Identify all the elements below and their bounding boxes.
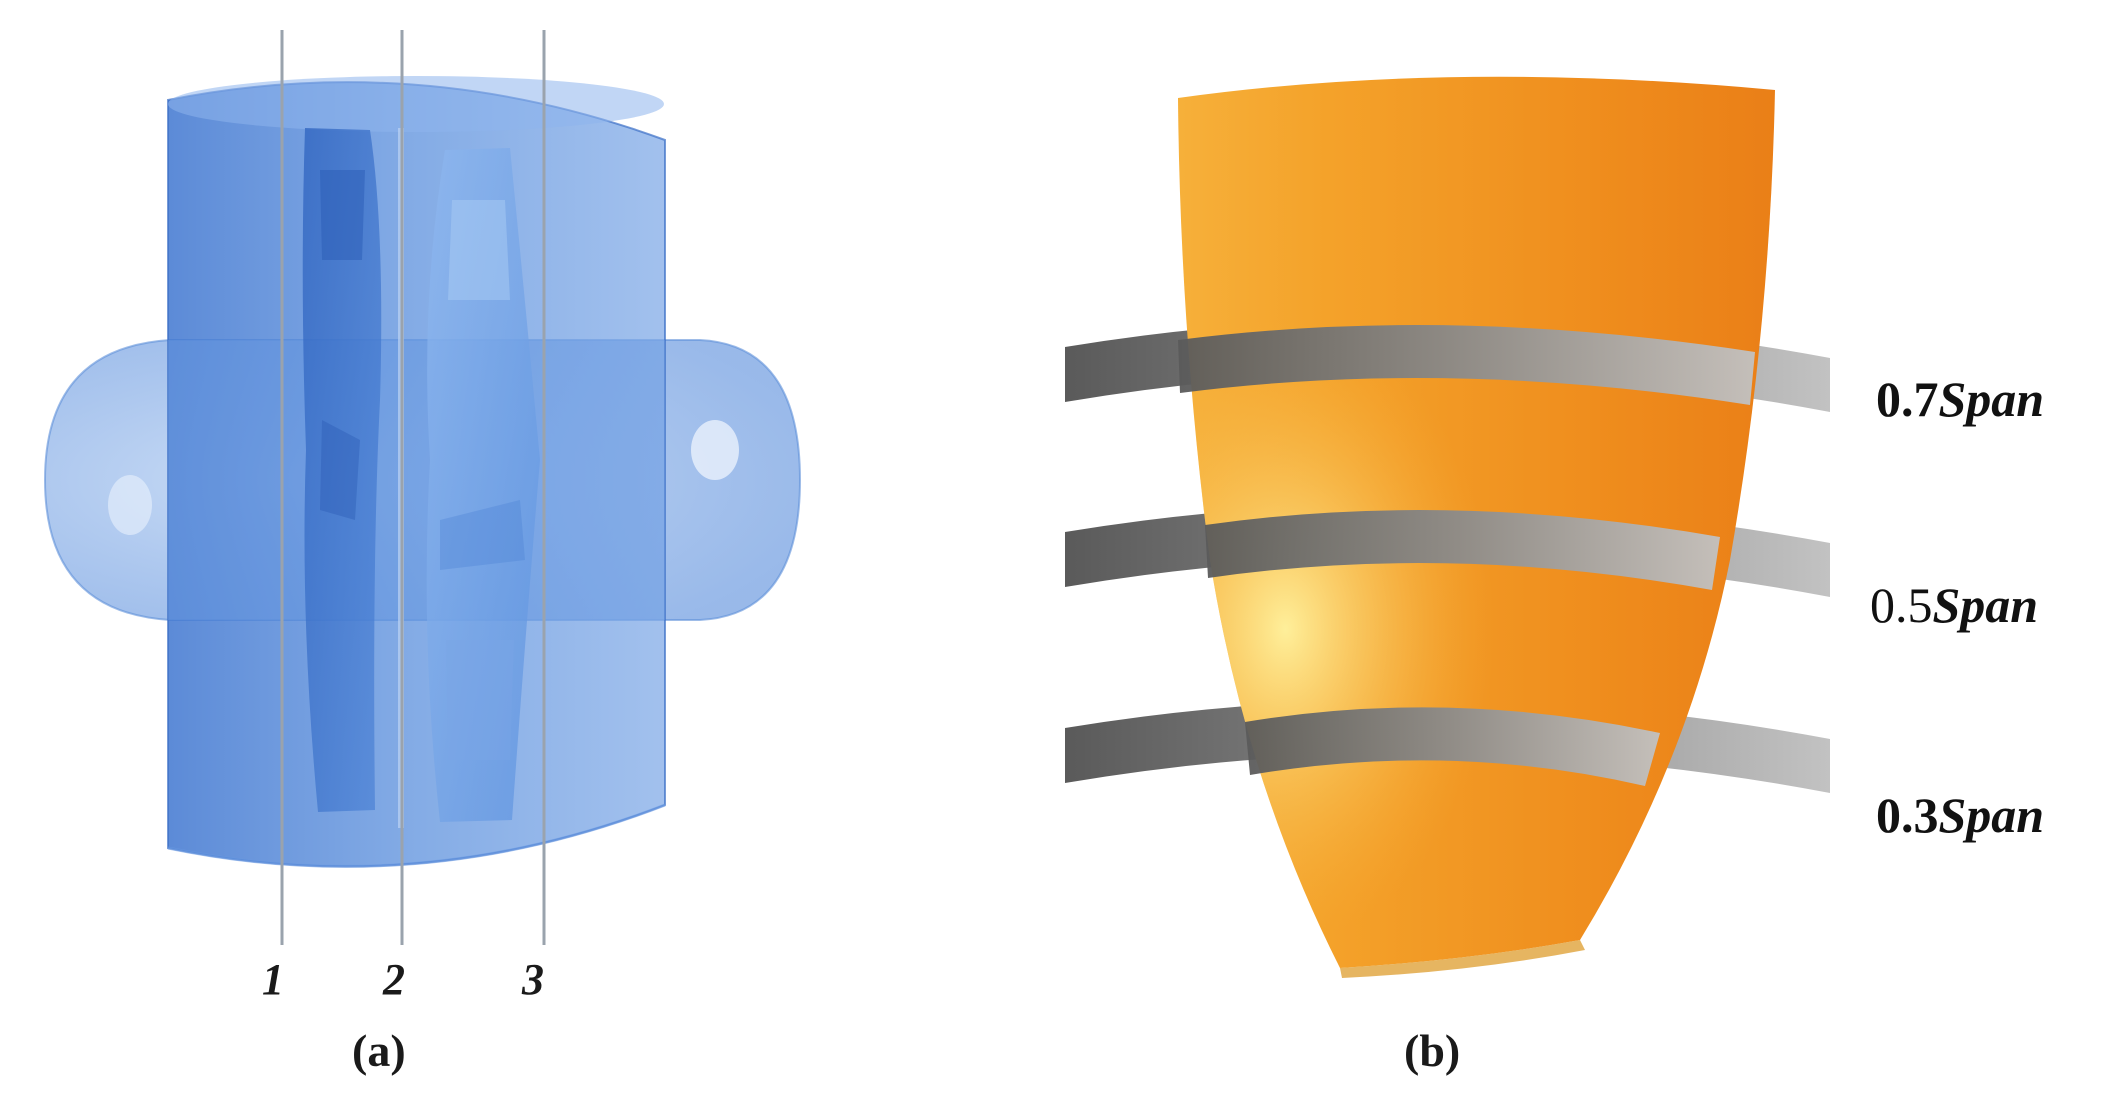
station-label-3: 3 bbox=[522, 955, 544, 1004]
duct-casing bbox=[167, 76, 666, 868]
caption-b: (b) bbox=[1404, 1025, 1461, 1076]
stator-blade bbox=[426, 148, 540, 822]
station-label-1: 1 bbox=[262, 955, 284, 1004]
panel-b-diagram bbox=[1065, 76, 1830, 978]
span-value-0.5: 0.5 bbox=[1870, 577, 1933, 633]
station-lines bbox=[280, 30, 546, 945]
span-section-0.5 bbox=[1205, 510, 1720, 590]
span-sections-front bbox=[1178, 325, 1755, 786]
span-word-0.7: Span bbox=[1938, 371, 2045, 427]
span-label-0.5: 0.5Span bbox=[1870, 580, 2038, 630]
span-section-0.7 bbox=[1178, 325, 1755, 405]
caption-a: (a) bbox=[352, 1025, 406, 1076]
span-word-0.5: Span bbox=[1932, 577, 2039, 633]
span-section-0.3 bbox=[1245, 707, 1660, 786]
station-label-2: 2 bbox=[383, 955, 405, 1004]
span-label-0.7: 0.7Span bbox=[1876, 374, 2044, 424]
hub-band bbox=[168, 340, 665, 620]
span-value-0.7: 0.7 bbox=[1876, 371, 1939, 427]
span-value-0.3: 0.3 bbox=[1876, 787, 1939, 843]
rotor-blade bbox=[302, 128, 382, 812]
span-label-0.3: 0.3Span bbox=[1876, 790, 2044, 840]
span-word-0.3: Span bbox=[1938, 787, 2045, 843]
